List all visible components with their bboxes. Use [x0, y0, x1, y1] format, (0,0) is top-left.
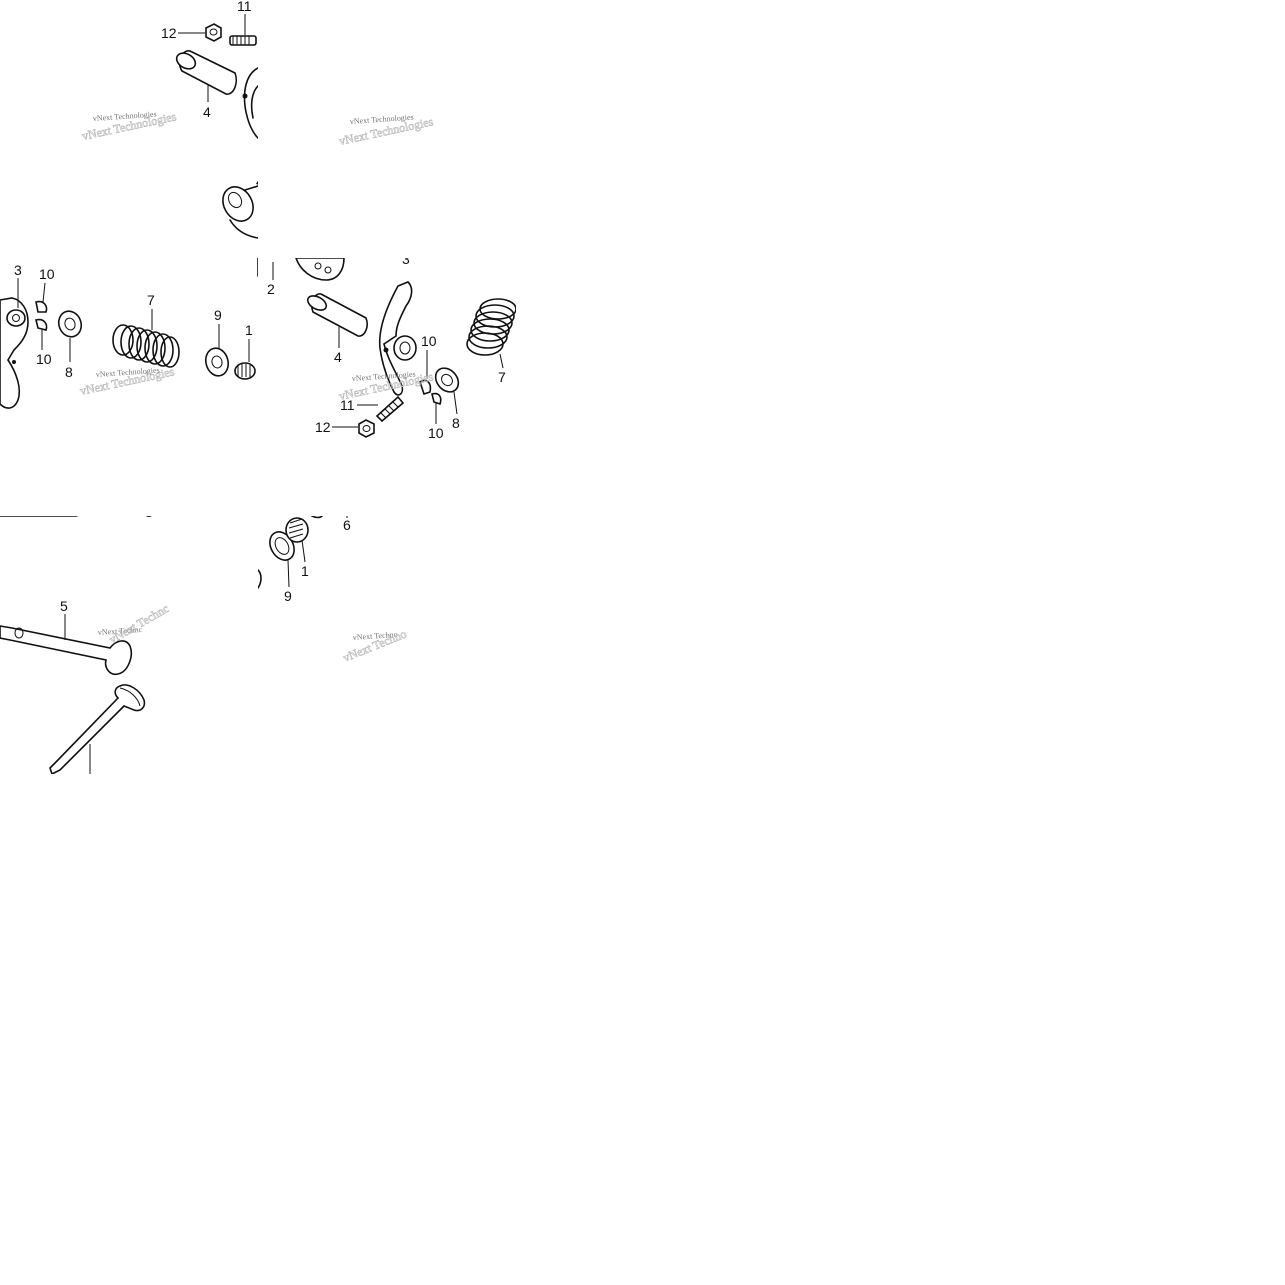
svg-text:vNext Technc: vNext Technc	[107, 601, 172, 646]
tile-rocker-shaft-top: FR. 12 11 4 vNext Technologies vNext Tec…	[80, 0, 304, 239]
exhaust-valve-part	[0, 625, 133, 676]
callout-7: 7	[147, 292, 155, 308]
stem-seal-part	[234, 362, 256, 380]
svg-text:FR.: FR.	[275, 153, 304, 179]
callout-10rb: 10	[428, 425, 444, 441]
rocker-arm-part	[378, 281, 417, 396]
camshaft-part	[0, 516, 79, 517]
camshaft-holder-part	[222, 185, 258, 239]
spring-retainer-part	[57, 310, 83, 338]
rocker-shaft-part	[175, 50, 238, 95]
rocker-arm-part	[0, 297, 29, 409]
callout-12: 12	[161, 25, 177, 41]
svg-text:vNext Technologies: vNext Technologies	[350, 113, 414, 126]
watermark-tile-2: vNext Technologies vNext Technologies	[337, 113, 435, 149]
callout-11: 11	[237, 0, 252, 14]
callout-4r: 4	[334, 349, 342, 365]
valve-spring-part	[112, 324, 180, 368]
callout-3r: 3	[402, 251, 410, 267]
callout-6: 6	[343, 517, 351, 533]
front-direction-arrow: FR.	[256, 153, 304, 185]
callout-1: 1	[245, 322, 253, 338]
valve-spring-part	[466, 298, 516, 356]
callout-10ra: 10	[421, 333, 437, 349]
callout-9: 9	[214, 307, 222, 323]
svg-text:vNext Techno: vNext Techno	[353, 630, 398, 642]
callout-11r: 11	[340, 397, 355, 413]
intake-valve-part	[49, 684, 146, 774]
callout-7r: 7	[498, 369, 506, 385]
callout-5: 5	[60, 598, 68, 614]
svg-text:vNext Technologies: vNext Technologies	[96, 366, 160, 379]
callout-3-bottom: 3	[145, 504, 153, 520]
stem-seal-part	[285, 517, 309, 543]
callout-8: 8	[65, 364, 73, 380]
tile-camshaft: 3 5 vNext Technc vNext Technc	[0, 504, 172, 774]
callout-12r: 12	[315, 419, 331, 435]
svg-text:vNext Technologies: vNext Technologies	[352, 370, 416, 383]
tile-rocker-arm-right: 3 4 10 10 8 7 11 12 vNext Technologies v…	[295, 251, 516, 441]
callout-10b: 10	[36, 351, 52, 367]
callout-10a: 10	[39, 266, 55, 282]
svg-text:vNext Technologies: vNext Technologies	[93, 110, 157, 123]
callout-9-bottom: 9	[284, 588, 292, 604]
callout-4: 4	[203, 104, 211, 120]
callout-1-bottom: 1	[301, 563, 309, 579]
svg-text:vNext Technc: vNext Technc	[98, 625, 143, 637]
spring-seat-part	[204, 347, 230, 377]
spring-retainer-part	[434, 367, 460, 393]
callout-3: 3	[14, 262, 22, 278]
tile-rocker-arm-left: 3 10 10 8 7 9 1 vNext Technologies vNext…	[0, 258, 258, 409]
rocker-shaft-part	[306, 293, 368, 337]
callout-2: 2	[267, 281, 275, 297]
adjust-nut-part	[205, 23, 222, 42]
tile-valve-seals: 6 1 9 vNext Techno vNext Techno	[258, 516, 409, 665]
callout-8r: 8	[452, 415, 460, 431]
adjust-screw-part	[375, 395, 405, 423]
adjust-nut-part	[358, 419, 375, 438]
adjust-screw-part	[229, 35, 257, 46]
